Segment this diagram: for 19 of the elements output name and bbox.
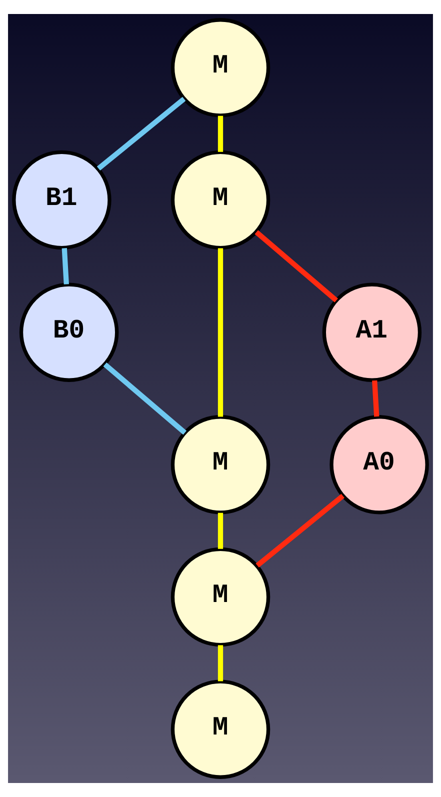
- node-circle: A1: [322, 282, 422, 382]
- connector: [218, 645, 224, 682]
- connector: [218, 512, 224, 549]
- connector: [218, 116, 224, 152]
- node-circle: M: [170, 680, 270, 779]
- connector: [218, 248, 224, 417]
- node-circle: M: [170, 18, 270, 118]
- connector: [103, 362, 187, 435]
- node-circle: M: [170, 415, 270, 514]
- connector: [254, 230, 338, 302]
- connector: [372, 380, 380, 417]
- connector: [62, 248, 69, 284]
- node-circle: M: [170, 547, 270, 647]
- connector: [96, 96, 186, 171]
- connector: [256, 494, 344, 568]
- node-circle: B1: [12, 150, 112, 250]
- node-circle: M: [170, 150, 270, 250]
- node-circle: A0: [330, 415, 429, 514]
- node-circle: B0: [19, 282, 119, 382]
